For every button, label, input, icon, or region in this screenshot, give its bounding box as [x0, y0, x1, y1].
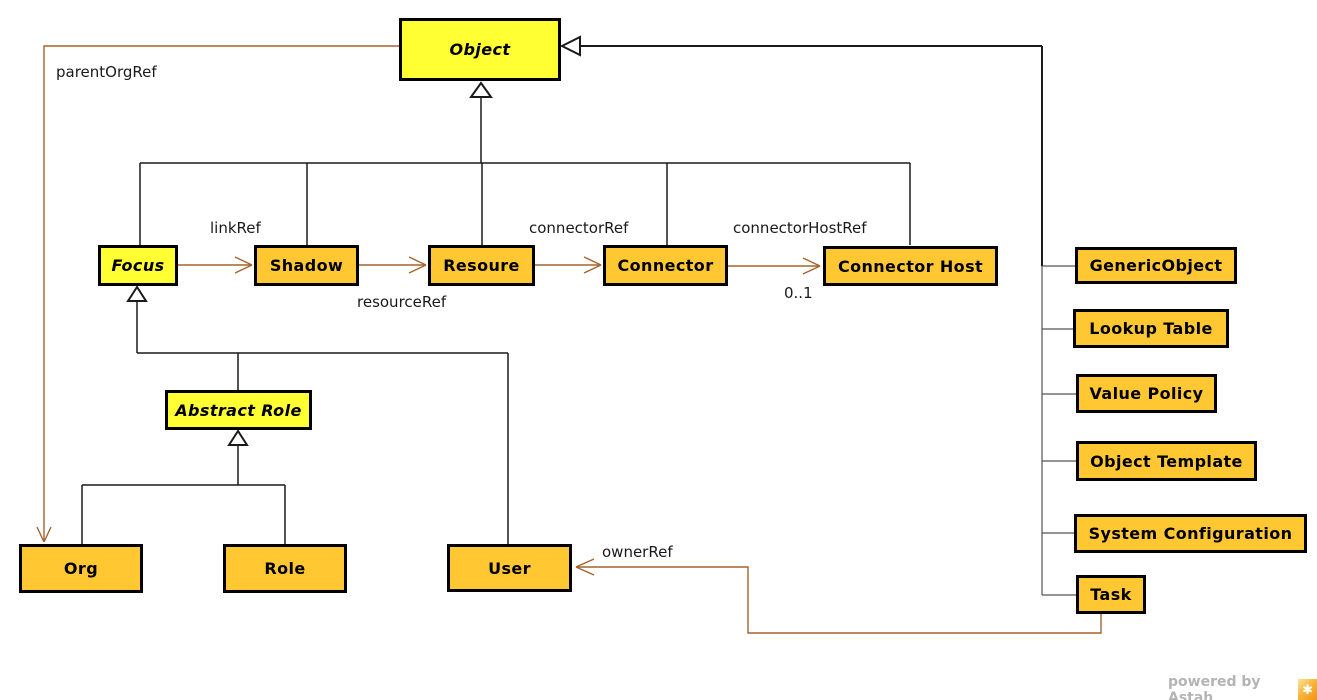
edge-label-resource-ref: resourceRef	[357, 293, 447, 311]
inheritance-triangle-focus-bottom	[126, 285, 148, 302]
inheritance-triangle-object-bottom	[469, 81, 493, 98]
class-org: Org	[19, 544, 143, 593]
class-lookup-table: Lookup Table	[1073, 309, 1229, 348]
inheritance-triangle-abstract-role-bottom	[227, 429, 249, 446]
generalization-trunk-right-lower	[1041, 265, 1076, 596]
class-system-configuration: System Configuration	[1074, 514, 1307, 553]
edge-ownerRef	[576, 566, 1102, 634]
watermark-text: powered by Astah	[1168, 674, 1261, 700]
class-value-policy: Value Policy	[1076, 374, 1217, 413]
class-task: Task	[1076, 575, 1146, 614]
generalization-tree-object	[139, 97, 911, 245]
edge-label-owner-ref: ownerRef	[602, 543, 673, 561]
class-connector-host: Connector Host	[823, 246, 998, 286]
class-object: Object	[399, 18, 561, 81]
class-resoure: Resoure	[428, 245, 535, 286]
edge-label-multiplicity-0-1: 0..1	[784, 284, 813, 302]
edge-label-link-ref: linkRef	[210, 219, 261, 237]
reference-edges	[36, 45, 1102, 634]
class-role: Role	[223, 544, 347, 593]
class-user: User	[447, 544, 572, 592]
generalization-tree-focus	[136, 301, 509, 544]
astah-logo-icon: ✱	[1298, 678, 1317, 700]
edge-label-connector-ref: connectorRef	[529, 219, 629, 237]
watermark: powered by Astah ✱	[1168, 674, 1317, 700]
class-abstract-role: Abstract Role	[165, 390, 312, 430]
class-object-template: Object Template	[1076, 441, 1257, 481]
edge-label-connector-host-ref: connectorHostRef	[733, 219, 867, 237]
edge-parentOrgRef	[43, 45, 399, 540]
edge-label-parent-org-ref: parentOrgRef	[56, 63, 157, 81]
class-connector: Connector	[603, 245, 728, 286]
generalization-trunk-right	[580, 45, 1043, 266]
class-shadow: Shadow	[254, 245, 359, 286]
class-focus: Focus	[98, 245, 178, 286]
generalization-tree-abstract-role	[81, 445, 286, 544]
inheritance-triangle-object-right	[559, 35, 581, 57]
class-generic-object: GenericObject	[1075, 247, 1237, 284]
